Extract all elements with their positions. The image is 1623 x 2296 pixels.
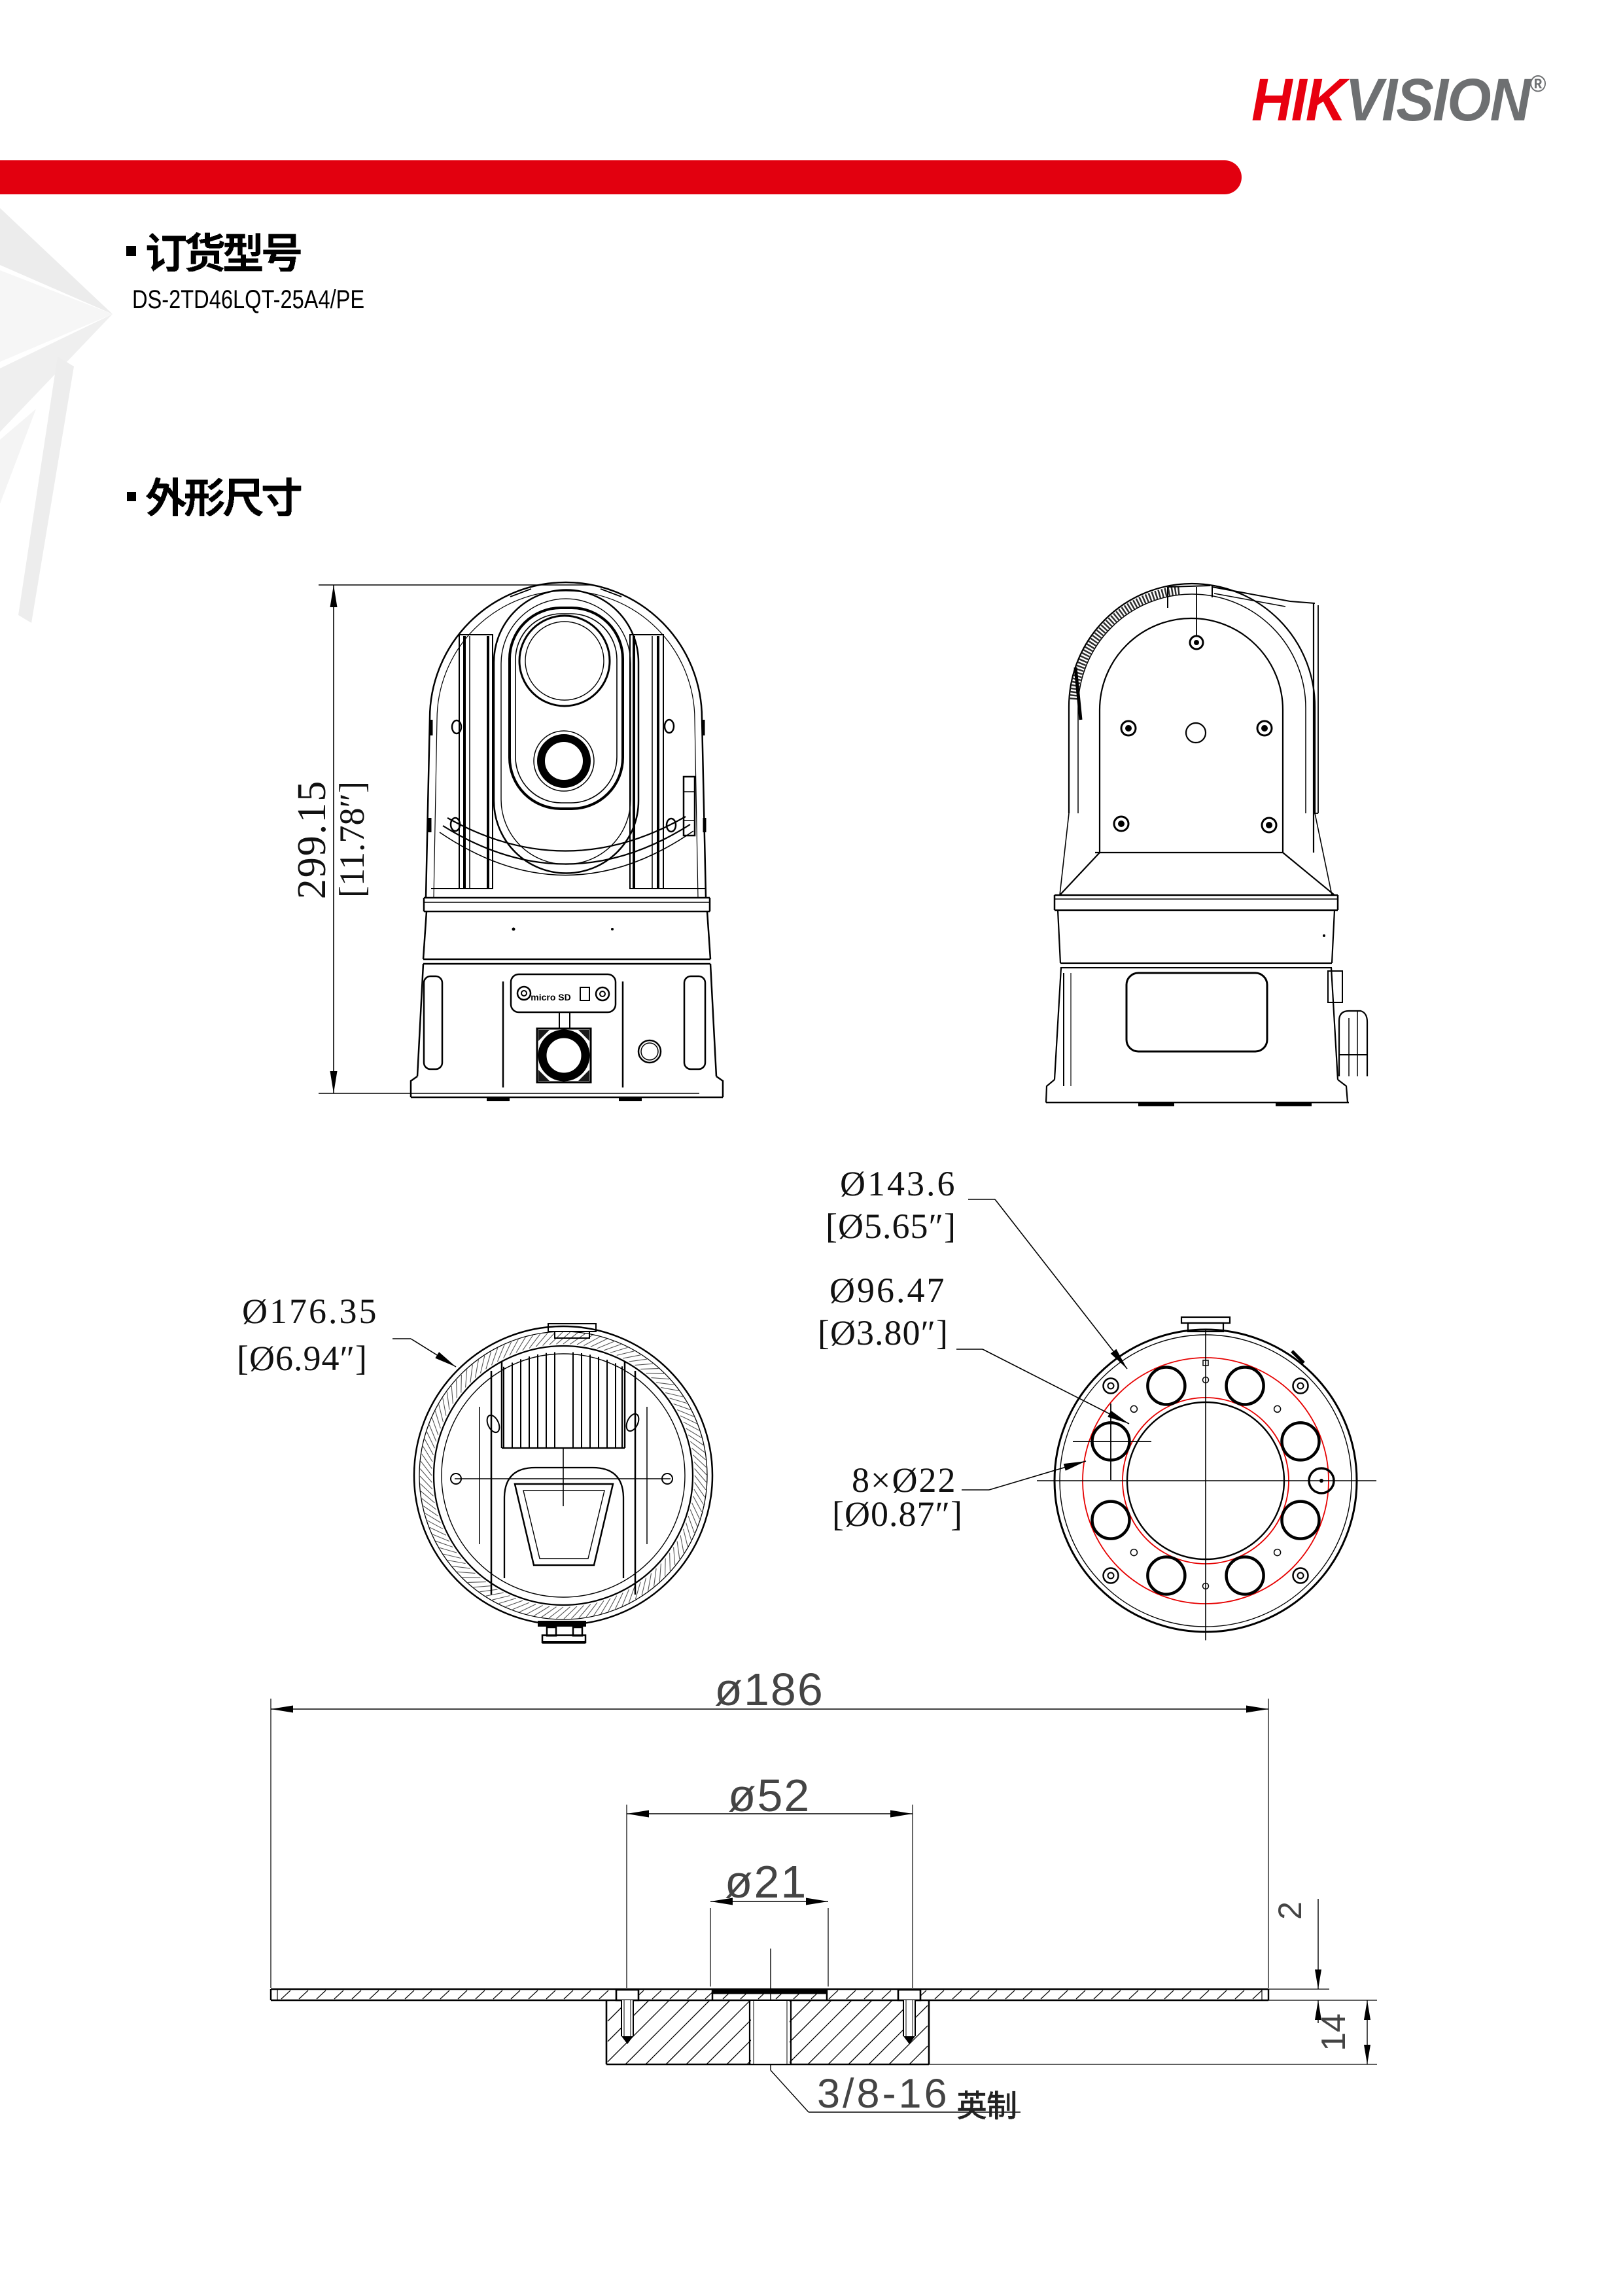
svg-text:3/8-16: 3/8-16 xyxy=(817,2071,950,2117)
svg-text:[Ø5.65″]: [Ø5.65″] xyxy=(826,1207,956,1246)
svg-text:Ø176.35: Ø176.35 xyxy=(242,1292,379,1331)
svg-text:micro SD: micro SD xyxy=(531,992,570,1002)
svg-text:Ø96.47: Ø96.47 xyxy=(829,1271,947,1310)
svg-text:Ø143.6: Ø143.6 xyxy=(840,1164,957,1203)
svg-text:[Ø0.87″]: [Ø0.87″] xyxy=(832,1494,963,1534)
svg-text:ø21: ø21 xyxy=(725,1856,808,1907)
svg-text:[11.78″]: [11.78″] xyxy=(332,781,372,898)
svg-text:8×Ø22: 8×Ø22 xyxy=(852,1460,956,1500)
svg-text:[Ø6.94″]: [Ø6.94″] xyxy=(237,1339,368,1378)
svg-text:ø52: ø52 xyxy=(728,1770,811,1821)
svg-text:ø186: ø186 xyxy=(714,1664,824,1715)
svg-text:299.15: 299.15 xyxy=(290,780,334,900)
svg-text:14: 14 xyxy=(1315,2013,1353,2051)
svg-text:2: 2 xyxy=(1272,1901,1308,1920)
svg-text:[Ø3.80″]: [Ø3.80″] xyxy=(818,1313,949,1352)
